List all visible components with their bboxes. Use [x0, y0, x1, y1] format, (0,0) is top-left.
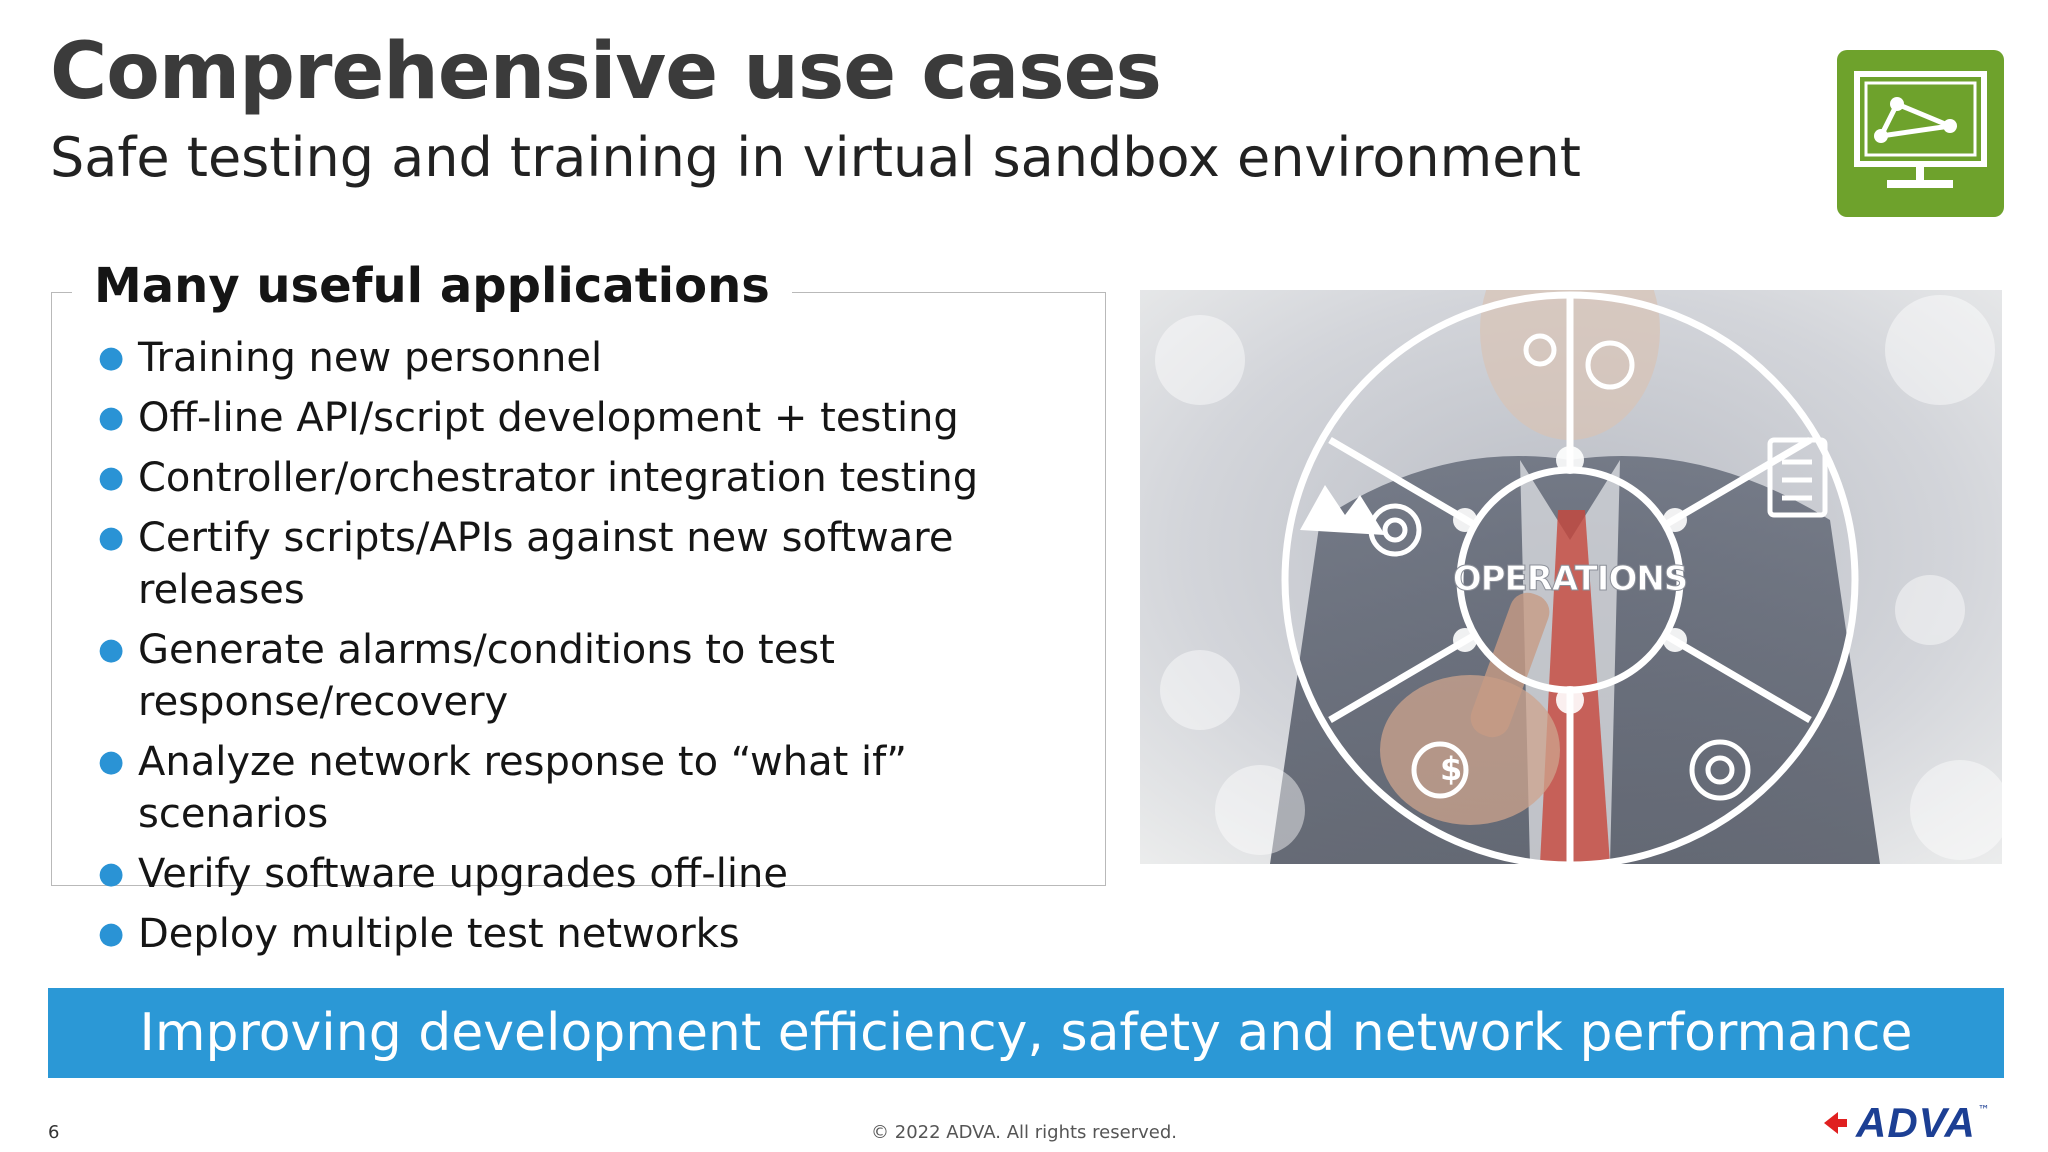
applications-heading: Many useful applications [72, 258, 792, 316]
bullet-dot: ● [98, 340, 125, 375]
takeaway-banner: Improving development efficiency, safety… [48, 988, 2004, 1078]
list-item: ●Analyze network response to “what if” s… [98, 736, 1098, 840]
list-item: ●Certify scripts/APIs against new softwa… [98, 512, 1098, 616]
list-item: ●Generate alarms/conditions to test resp… [98, 624, 898, 728]
slide-subtitle: Safe testing and training in virtual san… [50, 126, 1581, 189]
monitor-graph-icon [1837, 50, 2004, 217]
svg-text:$: $ [1440, 750, 1462, 788]
bullet-dot: ● [98, 744, 125, 779]
list-item: ●Controller/orchestrator integration tes… [98, 452, 1098, 504]
slide-title: Comprehensive use cases [50, 27, 1162, 117]
copyright-notice: © 2022 ADVA. All rights reserved. [871, 1122, 1177, 1143]
adva-logo: ADVA ™ [1820, 1099, 1990, 1146]
bullet-dot: ● [98, 460, 125, 495]
operations-label: OPERATIONS [1453, 559, 1688, 599]
applications-list: ●Training new personnel ●Off-line API/sc… [98, 332, 1098, 968]
bullet-dot: ● [98, 916, 125, 951]
list-item: ●Training new personnel [98, 332, 1098, 384]
bullet-dot: ● [98, 520, 125, 555]
bullet-dot: ● [98, 632, 125, 667]
bullet-dot: ● [98, 856, 125, 891]
list-item: ●Off-line API/script development + testi… [98, 392, 1098, 444]
adva-logo-mark [1824, 1112, 1847, 1134]
logo-trademark: ™ [1977, 1103, 1990, 1117]
list-item: ●Verify software upgrades off-line [98, 848, 1098, 900]
operations-photo: $ OPERATIONS [1140, 290, 2002, 864]
page-number: 6 [48, 1122, 60, 1143]
logo-text: ADVA [1856, 1099, 1976, 1146]
list-item: ●Deploy multiple test networks [98, 908, 1098, 960]
bullet-dot: ● [98, 400, 125, 435]
banner-text: Improving development efficiency, safety… [139, 1003, 1913, 1063]
